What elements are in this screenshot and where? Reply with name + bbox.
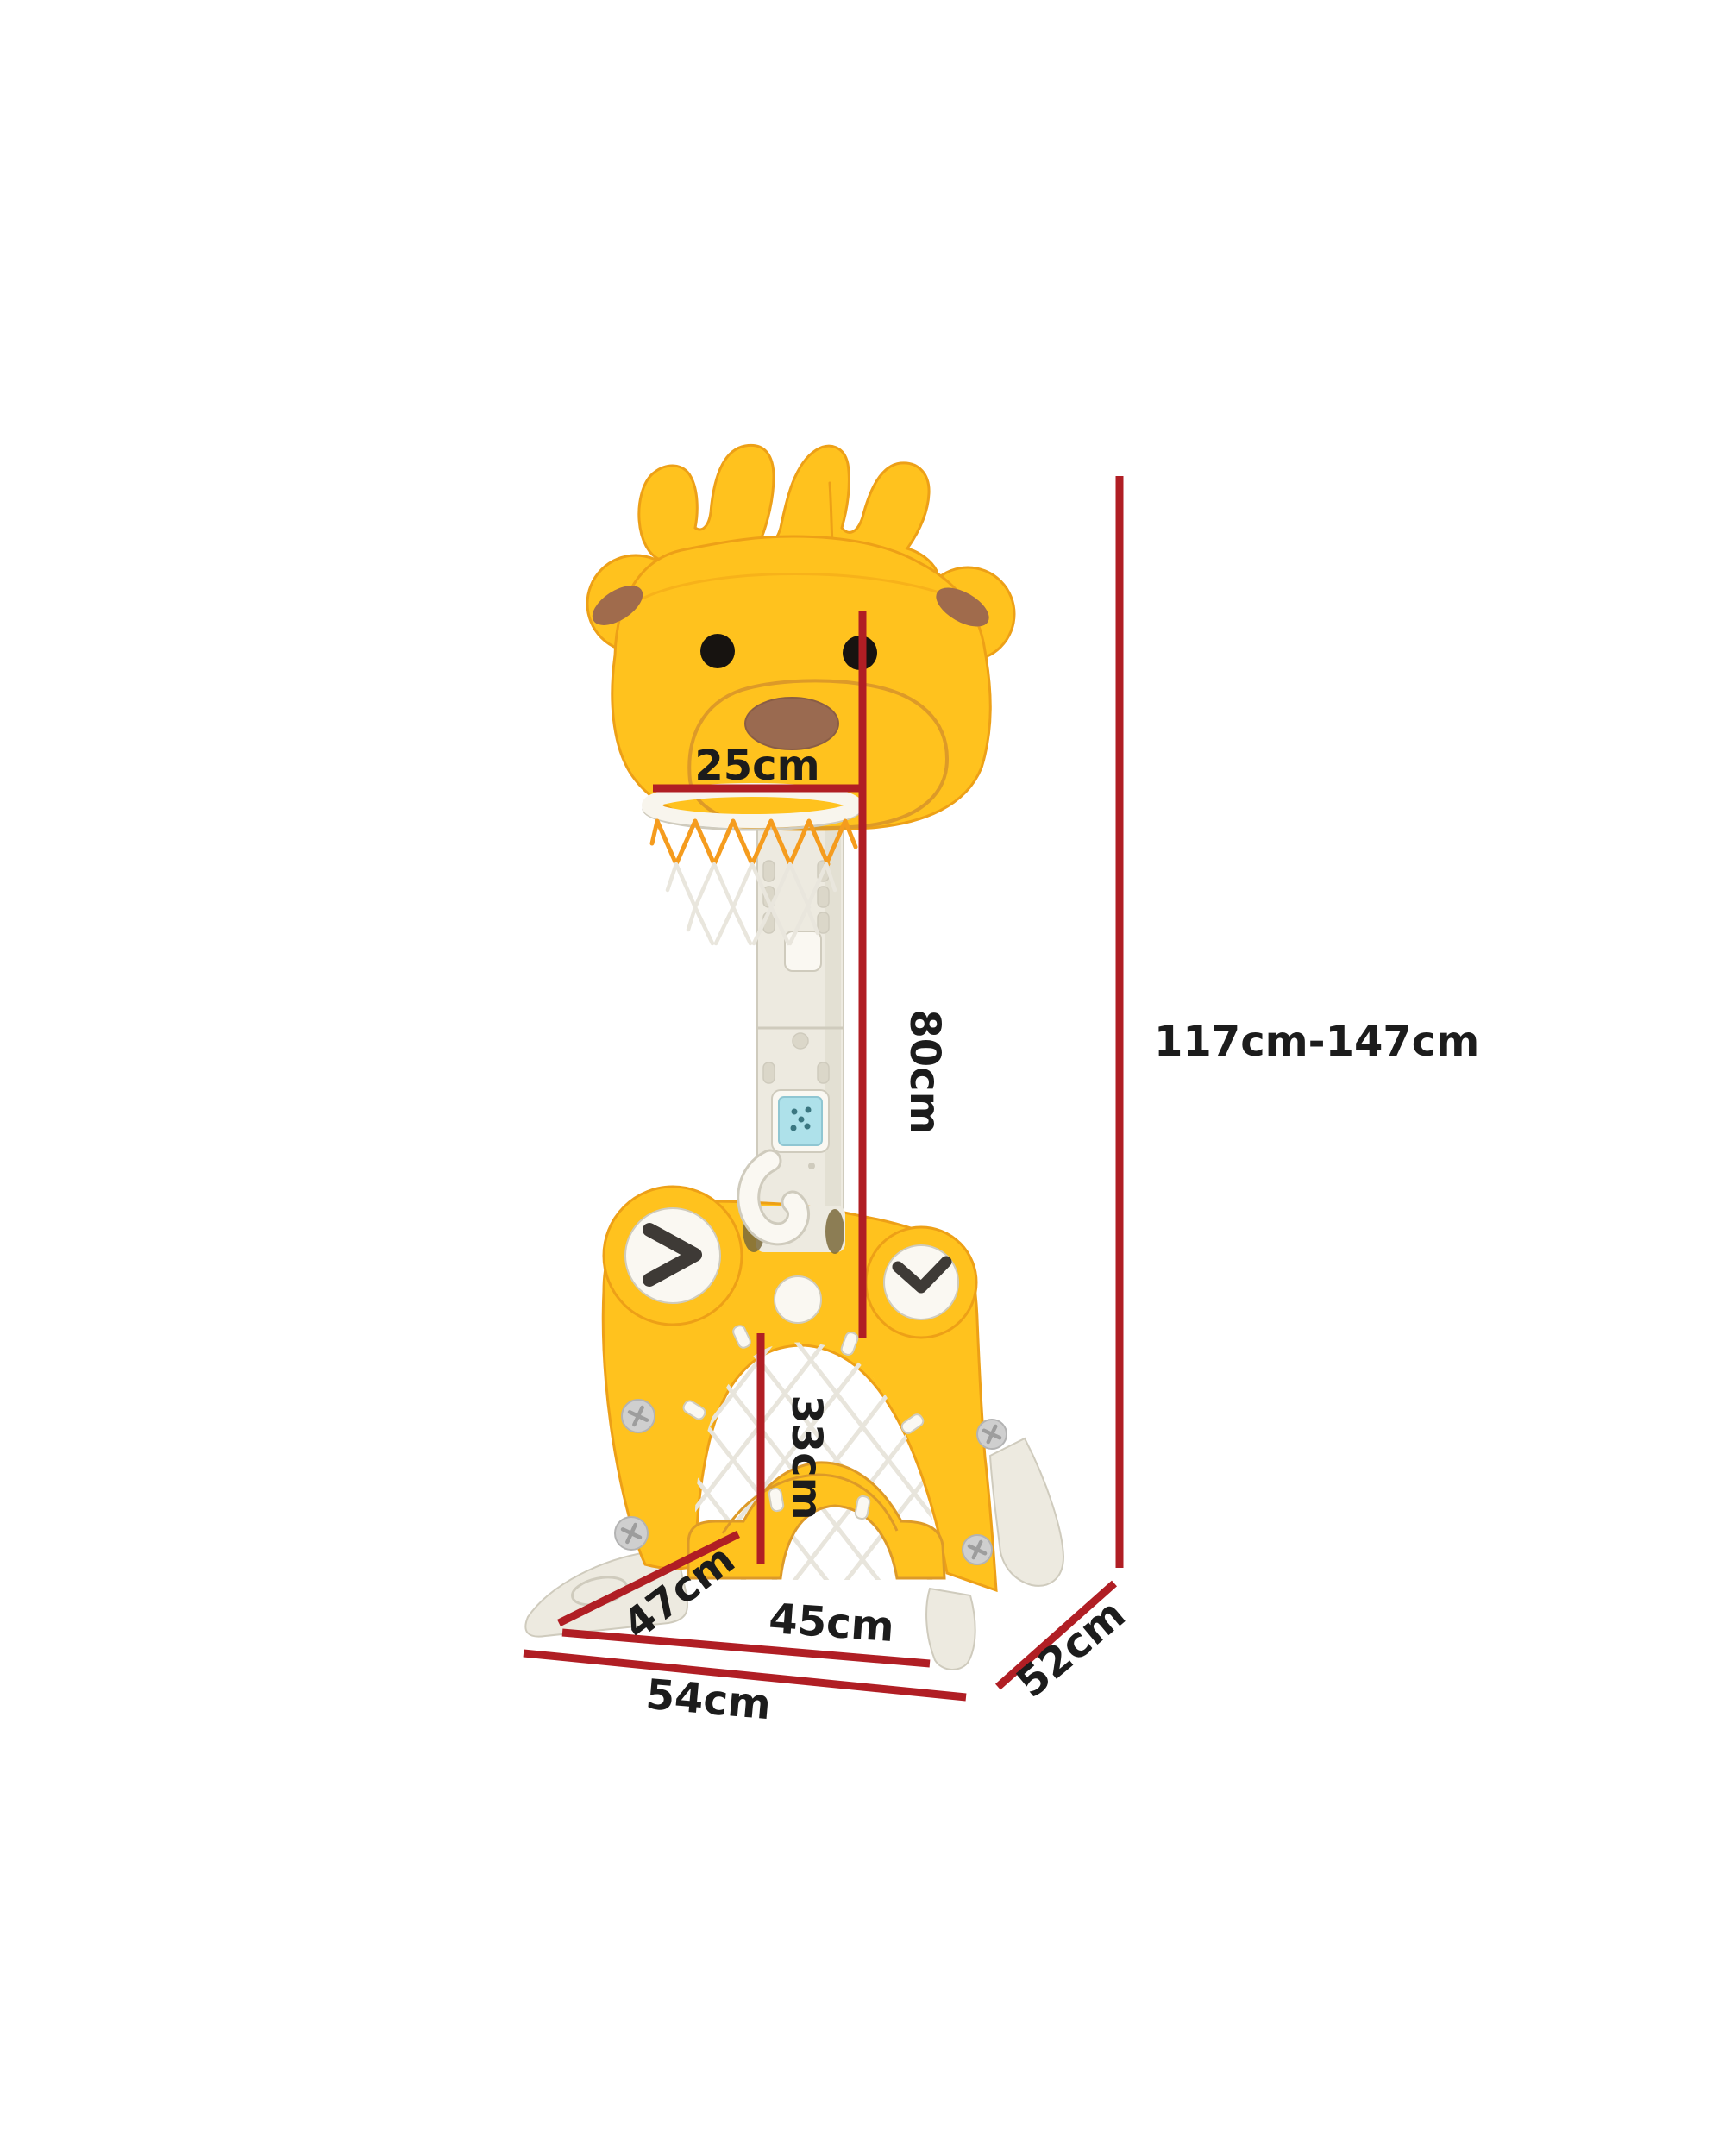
left-eye — [700, 634, 735, 668]
label-base-inner-width: 45cm — [768, 1595, 896, 1651]
nose — [744, 697, 839, 750]
label-goal-height: 33cm — [782, 1395, 831, 1520]
right-ear-patch — [936, 587, 989, 627]
rear-right-support — [988, 1437, 1065, 1587]
ramp-ridge — [721, 1473, 899, 1534]
label-overall-height: 117cm-147cm — [1154, 1018, 1479, 1066]
goal-ramp — [687, 1461, 946, 1580]
pole-pin-dot — [808, 1163, 815, 1169]
label-hoop-height: 80cm — [900, 1009, 949, 1134]
pole-clip — [784, 931, 822, 972]
hanging-hook — [737, 1149, 811, 1246]
label-hoop-diameter: 25cm — [694, 742, 819, 790]
line-base-side-depth — [557, 1530, 740, 1627]
screws — [614, 1399, 1007, 1565]
net-strings-white — [665, 862, 837, 946]
line-base-total-width — [523, 1649, 967, 1702]
right-chevron-eye — [892, 1256, 952, 1294]
left-chevron-eye — [643, 1223, 702, 1287]
line-base-inner-width — [561, 1628, 931, 1668]
left-socket-face — [624, 1207, 721, 1304]
right-foot — [925, 1587, 976, 1670]
base-nose-button — [774, 1275, 822, 1324]
label-base-total-width: 54cm — [644, 1670, 774, 1729]
pole-hole-shadow-right — [825, 1209, 844, 1254]
base-feet — [524, 1437, 1065, 1670]
measurement-lines — [523, 476, 1124, 1702]
sound-counter-device — [771, 1089, 830, 1153]
goal-net-clips — [682, 1325, 925, 1434]
measurement-labels: 25cm 80cm 117cm-147cm 33cm 47cm 45cm 54c… — [615, 742, 1480, 1729]
net-strings-orange — [649, 818, 858, 867]
ramp-net-clips — [768, 1487, 871, 1520]
left-ear-patch — [592, 586, 643, 625]
pole-joint-hole — [792, 1032, 809, 1050]
label-base-total-depth: 52cm — [1007, 1590, 1134, 1708]
line-base-total-depth — [995, 1580, 1117, 1690]
